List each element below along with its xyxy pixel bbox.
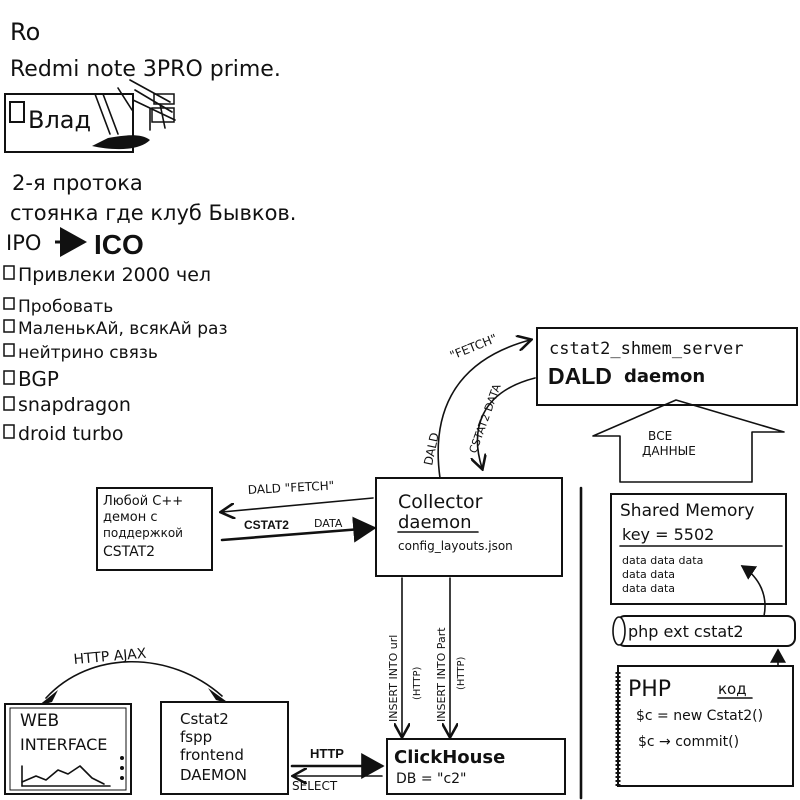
cpp-daemon-line: демон с xyxy=(103,510,158,525)
clickhouse-box: ClickHouse DB = "c2" xyxy=(386,738,566,795)
collector-box: Collector daemon config_layouts.json xyxy=(375,477,563,577)
cstat2-data-send-bold: CSTAT2 xyxy=(244,518,289,532)
note-parking: стоянка где клуб Бывков. xyxy=(10,201,296,225)
web-interface-box: WEB INTERFACE xyxy=(4,703,132,795)
php-code-box: PHP код $c = new Cstat2() $c → commit() xyxy=(615,665,794,787)
checkbox-icon xyxy=(3,319,15,333)
insert-part-label: INSERT INTO Part xyxy=(435,627,448,722)
php-code-line: $c = new Cstat2() xyxy=(636,708,763,724)
frontend-box: Cstat2 fspp frontend DAEMON xyxy=(160,701,289,795)
note-ico: ICO xyxy=(94,229,144,260)
ajax-arrowhead-left-icon xyxy=(38,690,58,706)
checkbox-icon xyxy=(3,265,15,280)
checklist-item: нейтрино связь xyxy=(18,343,158,363)
all-data-label-2: ДАННЫЕ xyxy=(642,444,696,458)
all-data-label-1: ВСЕ xyxy=(648,429,672,443)
fetch-label: "FETCH" xyxy=(448,331,499,363)
http-ajax-label: HTTP AJAX xyxy=(73,646,147,668)
checklist: Привлеки 2000 чел Пробовать МаленькАй, в… xyxy=(3,264,228,445)
scribble-icon xyxy=(92,135,150,150)
shared-memory-key: key = 5502 xyxy=(622,525,714,544)
note-ro: Ro xyxy=(10,18,40,46)
vlad-note: Влад xyxy=(4,79,176,153)
fetch-arrow xyxy=(437,340,530,479)
note-redmi: Redmi note 3PRO prime. xyxy=(10,57,281,82)
note-vlad: Влад xyxy=(28,106,91,134)
php-code-line: $c → commit() xyxy=(638,734,739,750)
php-code-suffix: код xyxy=(718,680,747,698)
checkbox-icon xyxy=(3,370,15,385)
dald-fetch-arrow xyxy=(222,497,374,512)
checkbox-icon xyxy=(3,343,15,357)
shared-memory-data: data data data xyxy=(622,554,703,567)
frontend-line: DAEMON xyxy=(180,766,247,784)
collector-file: config_layouts.json xyxy=(398,539,513,553)
shared-memory-title: Shared Memory xyxy=(620,501,754,521)
php-ext-label: php ext cstat2 xyxy=(628,622,744,641)
frontend-line: Cstat2 xyxy=(180,710,229,728)
all-data-arrow: ВСЕ ДАННЫЕ xyxy=(592,399,785,483)
checkbox-icon xyxy=(9,101,25,123)
php-ext-box: php ext cstat2 xyxy=(612,615,796,647)
cstat2-data-send-arrow xyxy=(220,516,377,543)
cpp-daemon-line: Любой C++ xyxy=(103,494,183,509)
collector-title: Collector xyxy=(398,491,483,513)
frontend-line: fspp xyxy=(180,728,212,746)
http-label: HTTP xyxy=(310,746,344,761)
checklist-item: Пробовать xyxy=(18,297,113,317)
php-code-title: PHP xyxy=(628,677,671,702)
insert-part-paren: (HTTP) xyxy=(456,657,467,690)
shmem-server-dald: DALD xyxy=(548,363,612,389)
checklist-item: BGP xyxy=(18,367,59,391)
checkbox-icon xyxy=(3,396,15,411)
checkbox-icon xyxy=(3,297,15,310)
collector-subtitle: daemon xyxy=(398,512,472,533)
graph-sketch-icon xyxy=(21,765,105,785)
ajax-arrowhead-right-icon xyxy=(208,688,230,704)
clickhouse-title: ClickHouse xyxy=(394,747,505,768)
cstat2-data-arrow xyxy=(477,377,536,468)
cpp-daemon-line: CSTAT2 xyxy=(103,544,155,560)
insert-url-paren: (HTTP) xyxy=(412,667,423,700)
web-interface-label: WEB xyxy=(20,711,59,731)
select-label: SELECT xyxy=(292,779,338,793)
shared-memory-box: Shared Memory key = 5502 data data data … xyxy=(610,493,787,605)
web-interface-label: INTERFACE xyxy=(20,735,107,754)
clickhouse-db: DB = "c2" xyxy=(396,771,467,787)
http-ajax-arc xyxy=(45,661,223,699)
checklist-item: snapdragon xyxy=(18,394,131,416)
insert-url-label: INSERT INTO url xyxy=(387,635,400,722)
cstat2-data-label: CSTAT2 DATA xyxy=(467,382,504,455)
checklist-item: droid turbo xyxy=(18,423,123,445)
dald-label: DALD xyxy=(421,431,442,466)
note-protoka: 2-я протока xyxy=(12,171,143,195)
note-ipo: IPO xyxy=(6,231,41,255)
shmem-server-daemon: daemon xyxy=(624,366,705,387)
cpp-daemon-line: поддержкой xyxy=(103,526,183,540)
cstat2-data-send-rest: DATA xyxy=(314,517,343,530)
shared-memory-data: data data xyxy=(622,568,675,581)
checkbox-icon xyxy=(3,424,15,439)
shared-memory-data: data data xyxy=(622,582,675,595)
checklist-item: Привлеки 2000 чел xyxy=(18,264,211,286)
shmem-server-title: cstat2_shmem_server xyxy=(549,339,743,359)
shmem-server-box: cstat2_shmem_server DALD daemon xyxy=(536,327,798,406)
cpp-daemon-box: Любой C++ демон с поддержкой CSTAT2 xyxy=(96,487,213,571)
checklist-item: МаленькАй, всякАй раз xyxy=(18,319,228,339)
frontend-line: frontend xyxy=(180,746,244,764)
dald-fetch-label: DALD "FETCH" xyxy=(247,478,334,497)
write-shm-arrow xyxy=(740,565,766,617)
